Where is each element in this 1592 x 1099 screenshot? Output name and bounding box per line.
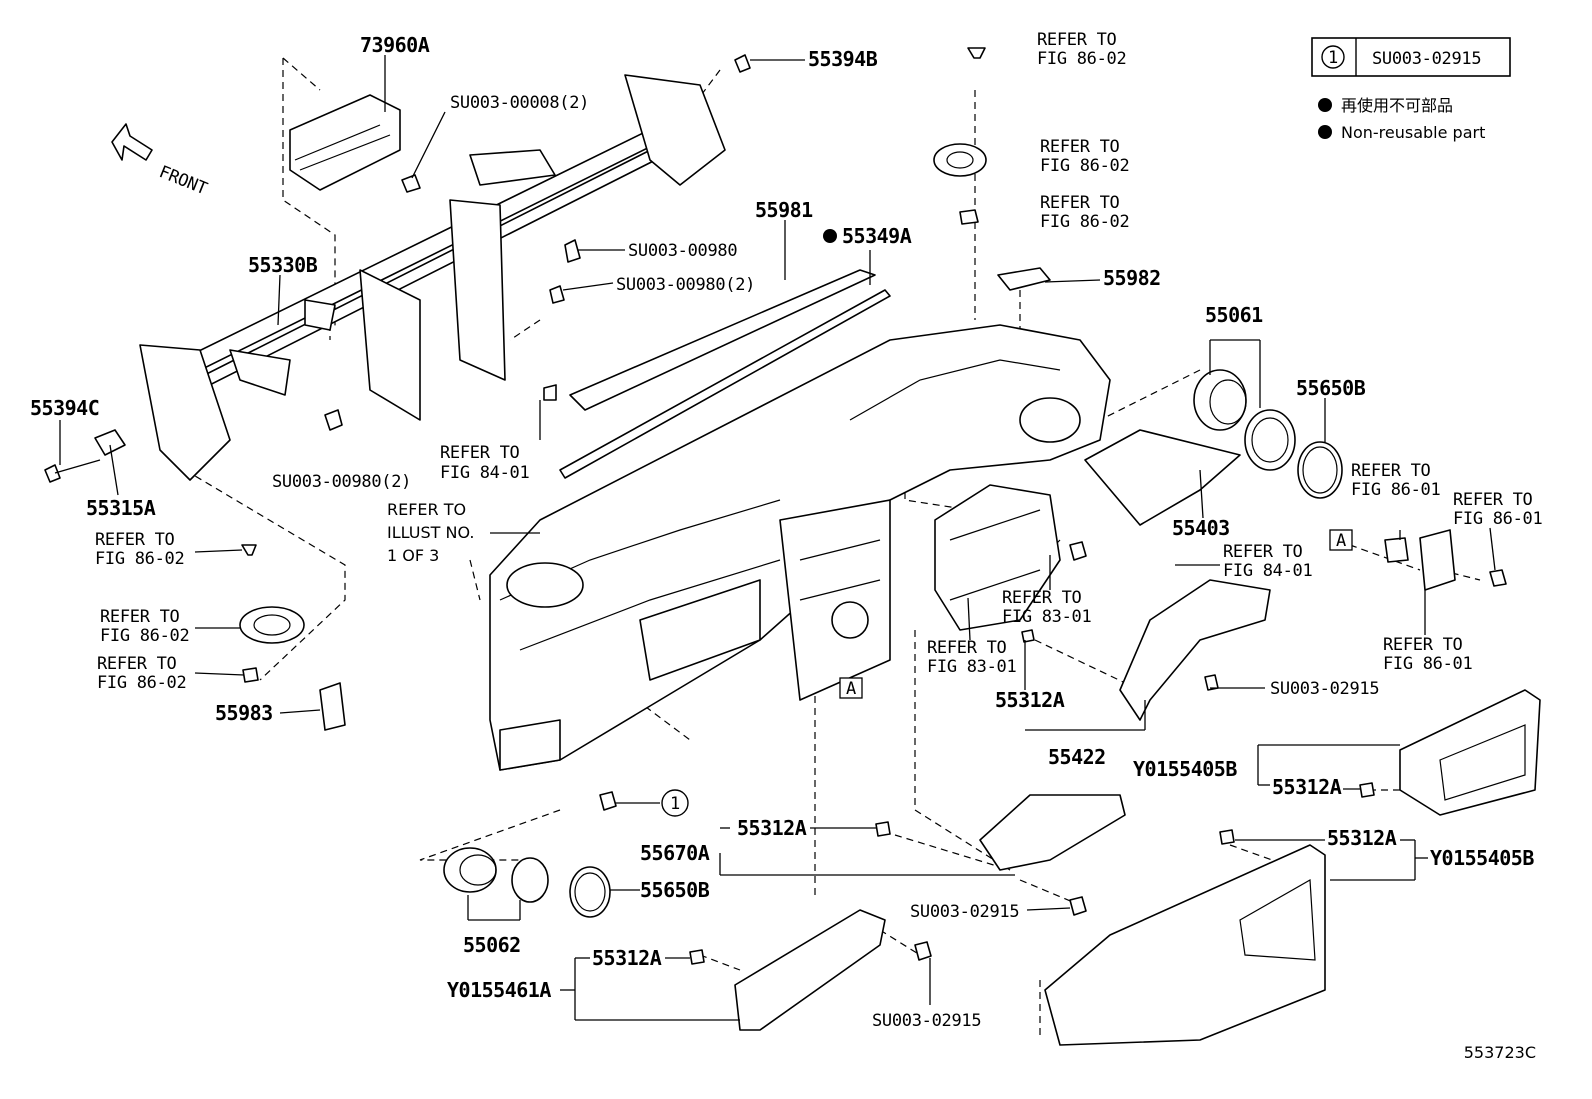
part-label: 55062 [463, 933, 521, 957]
refer-label: REFER TO FIG 84-01 [440, 443, 529, 483]
part-label: 55330B [248, 253, 318, 277]
legend: 1 SU003-02915 再使用不可部品 Non-reusable part [1311, 37, 1511, 142]
box-a-icon [1329, 529, 1353, 551]
box-a-icon [839, 677, 863, 699]
refer-label: REFER TO FIG 86-02 [1040, 137, 1129, 176]
part-label: 55982 [1103, 266, 1161, 290]
bolt-55394C [44, 429, 126, 483]
part-label: 55312A [995, 688, 1065, 712]
legend-circle-icon [1321, 45, 1345, 69]
refer-label: REFER TO FIG 86-01 [1453, 490, 1542, 529]
ring-55650B-top [1297, 441, 1343, 499]
vent-55062 [443, 847, 611, 918]
refer-label: REFER TO FIG 83-01 [927, 638, 1016, 677]
refer-label: REFER TO FIG 86-02 [1040, 193, 1129, 232]
upper-panel [559, 269, 891, 479]
front-arrow-icon [111, 123, 153, 161]
part-label: SU003-00008(2) [450, 93, 589, 113]
part-label: 55422 [1048, 745, 1106, 769]
part-label: Y0155405B [1430, 846, 1534, 870]
leader-lines [59, 55, 1496, 1021]
part-label: 55650B [640, 878, 710, 902]
legend-note-jp: 再使用不可部品 [1341, 96, 1453, 115]
cluster-finish-panel [1084, 429, 1241, 526]
refer-label: REFER TO ILLUST NO. 1 OF 3 [387, 500, 480, 565]
part-label: 55983 [215, 701, 273, 725]
box-a-label: A [1336, 531, 1346, 551]
part-label: 55312A [1327, 826, 1397, 850]
part-label: 55650B [1296, 376, 1366, 400]
part-label: SU003-02915 [1270, 679, 1379, 699]
refer-label: REFER TO FIG 86-02 [100, 607, 189, 646]
circle-ref-number: 1 [670, 794, 680, 814]
part-label: 55312A [737, 816, 807, 840]
speaker-top [933, 47, 987, 225]
part-label: SU003-00980(2) [616, 275, 755, 295]
refer-label: REFER TO FIG 86-02 [1037, 30, 1126, 69]
part-55982 [997, 267, 1051, 291]
part-label: 55315A [86, 496, 156, 520]
reinforcement-beam [139, 74, 726, 481]
part-label: SU003-00980(2) [272, 472, 411, 492]
legend-note-en: Non-reusable part [1341, 123, 1485, 142]
side-cover-55422 [1119, 579, 1271, 721]
part-label: SU003-02915 [910, 902, 1019, 922]
part-label: 55312A [1272, 775, 1342, 799]
refer-label: REFER TO FIG 86-02 [95, 530, 184, 569]
part-55983 [319, 682, 346, 731]
finish-panel-top [1399, 689, 1541, 816]
part-label: 55312A [592, 946, 662, 970]
diagram-id: 553723C [1464, 1043, 1536, 1062]
part-label: 55670A [640, 841, 710, 865]
lower-panel-Y0155461A [734, 909, 886, 1031]
refer-labels: REFER TO FIG 86-02 REFER TO FIG 86-02 RE… [95, 30, 1543, 693]
bullet-icon [1318, 98, 1332, 112]
part-label: 55981 [755, 198, 813, 222]
refer-label: REFER TO FIG 86-02 [97, 654, 186, 693]
legend-circle-number: 1 [1328, 48, 1338, 68]
part-label: Y0155461A [447, 978, 551, 1002]
instrument-panel [489, 324, 1111, 771]
bolts [324, 54, 1507, 961]
airbag-module [289, 94, 401, 191]
speaker-left [239, 544, 305, 683]
part-label: SU003-02915 [872, 1011, 981, 1031]
part-label: 55349A [842, 224, 912, 248]
circle-ref-icon [661, 789, 689, 817]
box-a-label: A [846, 679, 856, 699]
part-label: 55394C [30, 396, 99, 420]
brackets-right [1384, 529, 1456, 591]
part-label: 55403 [1172, 516, 1230, 540]
part-label: 73960A [360, 33, 430, 57]
part-label: SU003-00980 [628, 241, 737, 261]
non-reusable-bullet-icon [823, 229, 837, 243]
refer-label: REFER TO FIG 84-01 [1223, 542, 1312, 581]
front-arrow: FRONT [111, 123, 210, 199]
lower-panel-Y0155405B [1044, 844, 1326, 1046]
part-label: 55061 [1205, 303, 1263, 327]
refer-label: REFER TO FIG 86-01 [1383, 635, 1472, 674]
refer-label: REFER TO FIG 83-01 [1002, 588, 1091, 627]
finish-panel-55670A [979, 794, 1126, 871]
refer-label: REFER TO FIG 86-01 [1351, 461, 1440, 500]
front-label: FRONT [156, 162, 210, 199]
bullet-icon [1318, 125, 1332, 139]
cluster-housing [934, 484, 1061, 631]
clips [689, 629, 1375, 965]
part-label: Y0155405B [1133, 757, 1237, 781]
vent-55061 [1193, 369, 1296, 471]
part-labels: 73960A SU003-00008(2) 55394B 55330B SU00… [30, 33, 1535, 1031]
legend-code: SU003-02915 [1372, 49, 1481, 69]
part-label: 55394B [808, 47, 878, 71]
